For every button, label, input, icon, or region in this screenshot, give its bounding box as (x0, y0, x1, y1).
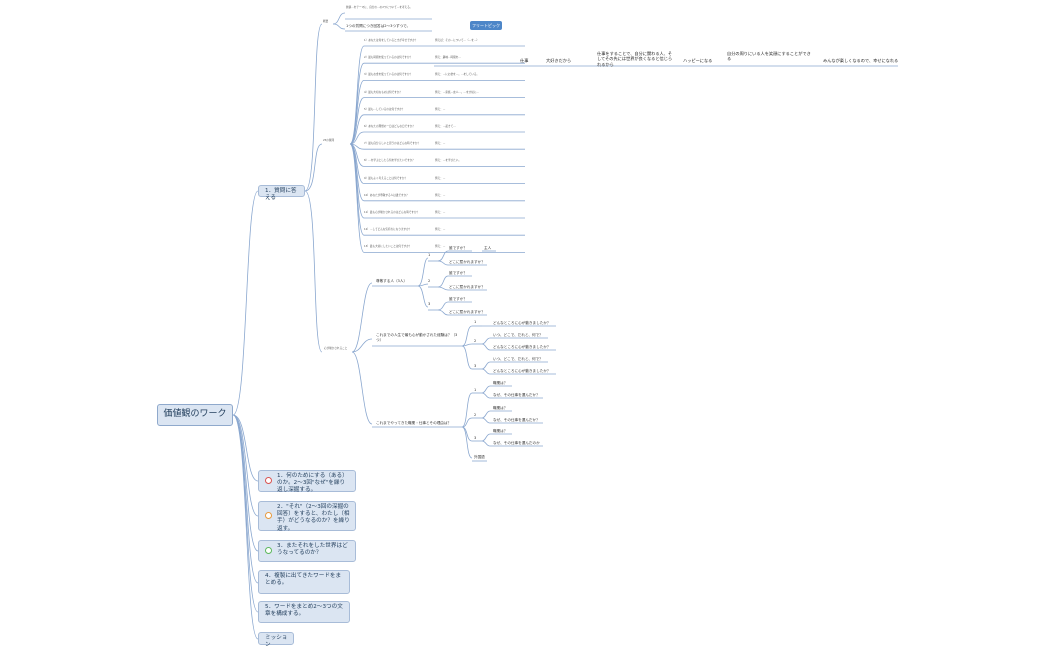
respect-why[interactable]: どこに惹かれますか？ (449, 260, 485, 264)
branch-why-deepdive[interactable]: 1．何のためにする（ある）のか。2〜3回"なぜ"を繰り返し深掘する。 (258, 470, 356, 494)
moved-num: 1 (474, 320, 477, 324)
answer-node[interactable]: 例え：趣味…時間を… (435, 56, 461, 60)
moved-line[interactable]: どんなところに心が動きましたか？ (493, 321, 551, 325)
answer-node[interactable]: 例え：…起きて… (435, 125, 456, 128)
jobs-q2[interactable]: なぜ、その仕事を選んだのか (493, 441, 540, 445)
jobs-q1[interactable]: 職業は？ (493, 381, 508, 385)
intro-hint: 1つの質問につき回答は2〜3つずつで。 (346, 24, 411, 28)
moved-label[interactable]: これまでの人生で最も心が動かされた経験は？（3つ） (376, 333, 458, 342)
branch-compose[interactable]: 5．ワードをまとめ2〜3つの文章を構成する。 (258, 601, 350, 623)
jobs-q1[interactable]: 職業は？ (493, 429, 508, 433)
moved-line[interactable]: いつ、どこで、だれと、何で？ (493, 333, 543, 337)
branch-mission[interactable]: ミッション (258, 632, 294, 648)
answer-node[interactable]: 例えば：その…について…（…を…） (435, 39, 480, 42)
answer-node[interactable]: 例え：… (435, 211, 446, 214)
answer-node[interactable]: 例え：… (435, 228, 446, 232)
question-node[interactable]: 4）最も大切なものは何ですか？ (364, 90, 402, 94)
question-connector (349, 62, 365, 145)
answer-node[interactable]: 例え：… (435, 176, 446, 180)
respect-who-answer[interactable]: 主人 (484, 246, 492, 250)
flow-node[interactable]: 自分の周りにいる人を笑顔にすることができる (727, 51, 811, 62)
question-node[interactable]: 5）最も…しているのは何ですか？ (364, 107, 405, 111)
branch-label: 3．またそれをした世界はどうなってるのか？ (277, 543, 348, 557)
respect-why[interactable]: どこに惹かれますか？ (449, 285, 485, 289)
question-node[interactable]: 3）最もお金を使っているのは何ですか？ (364, 73, 413, 77)
intro-note: 価値…をテーマに、自分の…の2つについて…を考える。 (346, 6, 413, 9)
question-node[interactable]: 13）最も大切にしたいことは何ですか？ (364, 245, 412, 249)
moved-line[interactable]: どんなところに心が動きましたか？ (493, 345, 551, 349)
question-node[interactable]: 9）最もよく考えることは何ですか？ (364, 176, 408, 180)
question-node[interactable]: 7）最も自分らしいと思うのはどんな時ですか？ (364, 142, 421, 146)
flow-node[interactable]: 仕事をすることで、自分に関わる人、そしてその先には世界が良くなると信じられるから (597, 51, 673, 67)
questions-label: 25の質問 (323, 139, 335, 142)
root-topic[interactable]: 価値観のワーク (157, 404, 233, 426)
respect-who[interactable]: 誰ですか？ (449, 271, 467, 275)
question-connector (349, 114, 365, 145)
answer-node[interactable]: 例え：…家族…友人…。…を大切に… (435, 90, 480, 94)
intro-label: 概要 (323, 20, 329, 23)
respect-num: 2 (428, 279, 431, 283)
question-node[interactable]: 8）…を学ぶとしたら何を学びたいですか？ (364, 159, 415, 163)
question-connector (349, 131, 365, 145)
moved-line[interactable]: いつ、どこで、だれと、何で？ (493, 357, 543, 361)
moved-line[interactable]: どんなところに心が動きましたか？ (493, 369, 551, 373)
branch-gather-words[interactable]: 4．複製に出てきたワードをまとめる。 (258, 570, 350, 594)
orange-marker-icon (265, 512, 272, 519)
question-connector (349, 143, 365, 236)
jobs-label[interactable]: これまでやってきた職業・仕事とその理由は？ (376, 421, 452, 425)
answer-node[interactable]: 例え：…にお金を…。…をしている。 (435, 73, 480, 77)
jobs-q2[interactable]: なぜ、その仕事を選んだか？ (493, 393, 540, 397)
respect-num: 3 (428, 302, 431, 306)
respect-who[interactable]: 誰ですか？ (449, 297, 467, 301)
question-connector (349, 143, 365, 253)
question-connector (349, 97, 365, 145)
answer-node[interactable]: 例え：… (435, 193, 446, 197)
branch-answer-questions[interactable]: 1．質問に答える (258, 185, 305, 201)
question-node[interactable]: 2）最も時間を使っているのは何ですか？ (364, 56, 413, 60)
respect-why[interactable]: どこに惹かれますか？ (449, 310, 485, 314)
question-connector (349, 80, 365, 145)
branch-what-happens[interactable]: 2．"それ"（2〜3回の深掘の回答）をすると、わたし（相手）がどうなるのか？を繰… (258, 501, 356, 532)
branch-world[interactable]: 3．またそれをした世界はどうなってるのか？ (258, 540, 356, 562)
respect-num: 1 (428, 253, 431, 257)
flow-node[interactable]: みんなが楽しくなるので、幸せになれる (823, 58, 899, 63)
answer-node[interactable]: 例え：…を学びたい。 (435, 159, 461, 163)
answer-node[interactable]: 例え：… (435, 107, 446, 111)
flow-node[interactable]: 大好きだから (546, 58, 572, 63)
flow-node[interactable]: 仕事 (520, 58, 529, 63)
question-node[interactable]: 10）あなたが尊敬する人は誰ですか？ (364, 193, 409, 197)
jobs-num: 2 (474, 413, 477, 417)
moved-num: 2 (474, 339, 477, 343)
jobs-num: 3 (474, 436, 477, 440)
question-node[interactable]: 12）…してどんな気持ちになりますか？ (364, 228, 412, 232)
flow-node[interactable]: ハッピーになる (683, 58, 713, 63)
answer-node[interactable]: 例え：… (435, 142, 446, 146)
red-marker-icon (265, 477, 272, 484)
question-node[interactable]: 1）あなたは何をしているときが幸せですか？ (364, 39, 418, 42)
jobs-q1[interactable]: 職業は？ (493, 406, 508, 410)
green-marker-icon (265, 547, 272, 554)
answer-node[interactable]: 例え：… (435, 245, 446, 249)
respect-label[interactable]: 尊敬する人（3人） (376, 279, 408, 283)
respect-who[interactable]: 誰ですか？ (449, 246, 467, 250)
branch-label: 1．何のためにする（ある）のか。2〜3回"なぜ"を繰り返し深掘する。 (277, 473, 348, 494)
heart-label: 心が動かされること (324, 347, 348, 350)
jobs-extra[interactable]: 外国語 (474, 455, 485, 459)
free-topic[interactable]: フリートピック (470, 21, 502, 30)
jobs-q2[interactable]: なぜ、その仕事を選んだか？ (493, 418, 540, 422)
jobs-num: 1 (474, 388, 477, 392)
branch-label: 2．"それ"（2〜3回の深掘の回答）をすると、わたし（相手）がどうなるのか？を繰… (277, 504, 350, 532)
moved-num: 3 (474, 364, 477, 368)
question-node[interactable]: 6）あなたの理想の一日はどんな日ですか？ (364, 125, 415, 128)
question-node[interactable]: 11）最も心が動かされるのはどんな時ですか？ (364, 211, 420, 214)
